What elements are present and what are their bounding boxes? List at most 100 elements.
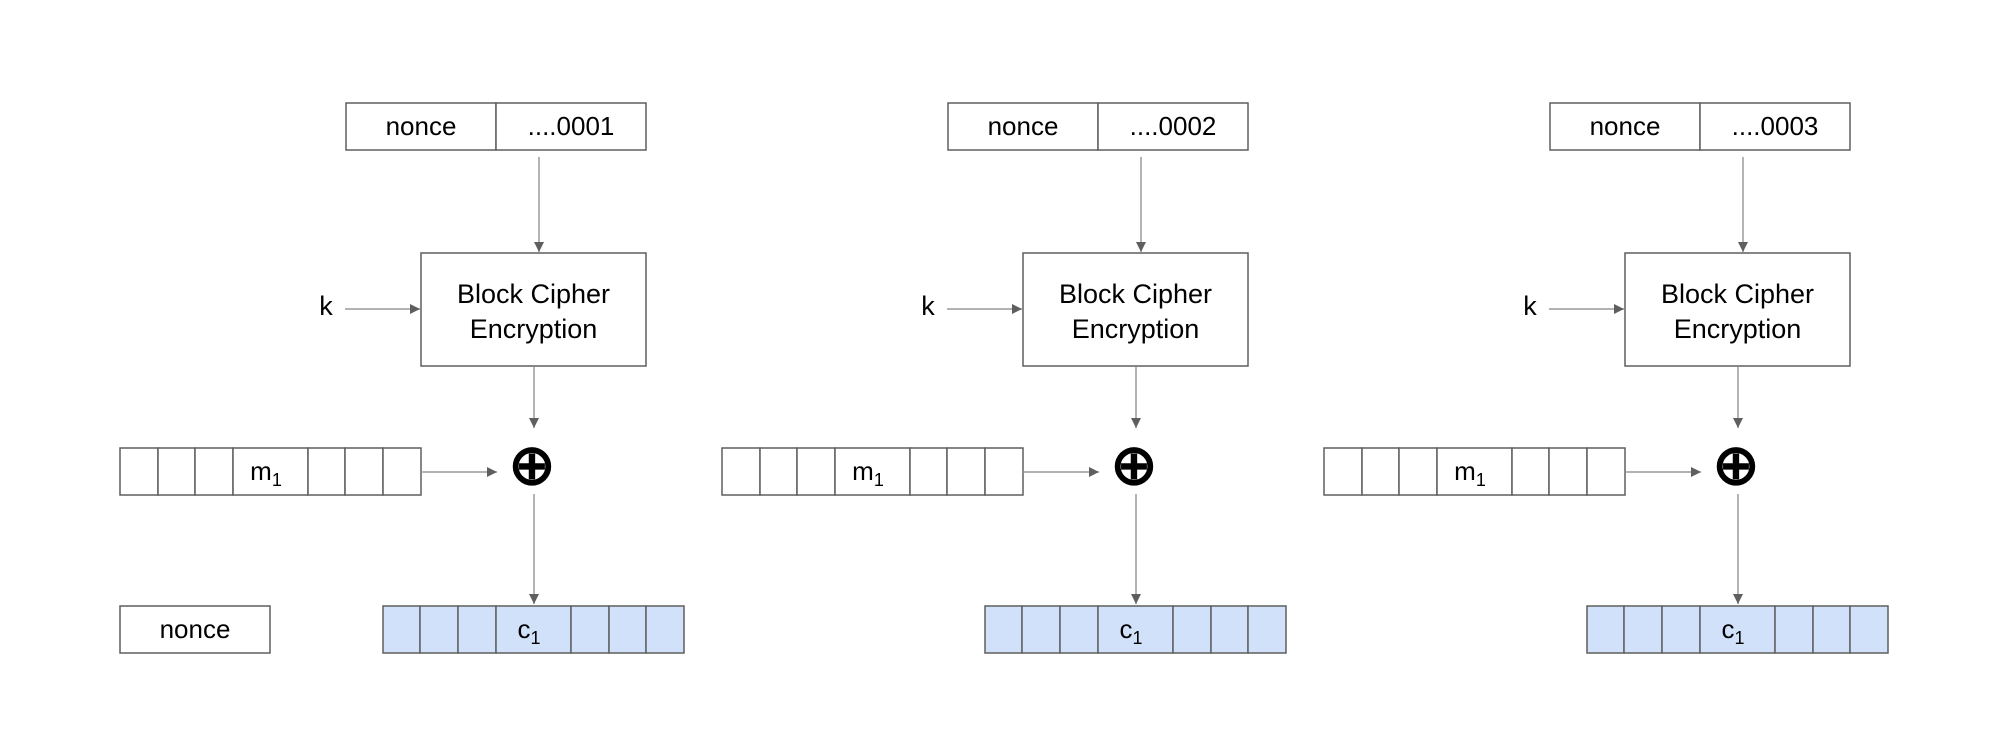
ciphertext-subscript: 1 [530,628,540,648]
ciphertext-subscript: 1 [1734,628,1744,648]
plaintext-cell [909,447,948,496]
plaintext-cell [1436,447,1513,496]
counter-block: nonce....0001 [345,102,647,151]
plaintext-cell [344,447,384,496]
ciphertext-label: c1 [1119,614,1142,648]
nonce-cell [1549,102,1701,151]
ciphertext-cell [1172,605,1212,654]
ciphertext-cell [1623,605,1663,654]
plaintext-cell [1398,447,1438,496]
plaintext-cell [119,447,159,496]
message-subscript: 1 [1476,470,1486,490]
output-nonce-label: nonce [160,614,231,644]
plaintext-cell [1586,447,1626,496]
ciphertext-label: c1 [1721,614,1744,648]
message-subscript: 1 [874,470,884,490]
plaintext-cell [307,447,346,496]
ciphertext-cell [1812,605,1851,654]
ciphertext-block: c1 [1586,605,1889,654]
ciphertext-base: c [1119,614,1132,644]
ciphertext-cell [1699,605,1776,654]
ciphertext-cell [382,605,421,654]
plaintext-cell [796,447,836,496]
xor-icon: ⊕ [1111,433,1158,496]
cipher-label-line1: Block Cipher [457,279,610,309]
ciphertext-block: c1 [984,605,1287,654]
plaintext-cell [721,447,761,496]
counter-block: nonce ....0002 [947,102,1249,151]
ciphertext-cell [570,605,610,654]
message-base: m [250,456,272,486]
ciphertext-cell [1774,605,1814,654]
message-subscript: 1 [272,470,282,490]
ciphertext-cell [495,605,572,654]
message-base: m [1454,456,1476,486]
ciphertext-cell [645,605,685,654]
counter-label: ....0002 [1130,111,1217,141]
plaintext-cell [946,447,986,496]
ciphertext-base: c [517,614,530,644]
ciphertext-subscript: 1 [1132,628,1142,648]
nonce-label: nonce [988,111,1059,141]
ciphertext-cell [1586,605,1625,654]
message-label: m1 [852,456,884,490]
counter-cell [1097,102,1249,151]
plaintext-block: m1 [119,447,422,496]
ciphertext-label: c1 [517,614,540,648]
counter-label: ....0001 [528,111,615,141]
plaintext-cell [1323,447,1363,496]
cipher-label-line1: Block Cipher [1661,279,1814,309]
ciphertext-cell [1661,605,1701,654]
counter-cell [1699,102,1851,151]
ciphertext-cell [984,605,1023,654]
cipher-label-line2: Encryption [1072,314,1200,344]
plaintext-block: m1 [721,447,1024,496]
counter-cell [495,102,647,151]
plaintext-cell [1548,447,1588,496]
ciphertext-cell [1210,605,1249,654]
counter-label: ....0003 [1732,111,1819,141]
plaintext-cell [157,447,196,496]
message-label: m1 [1454,456,1486,490]
ciphertext-block: c1 [382,605,685,654]
ciphertext-cell [457,605,497,654]
key-label: k [921,291,935,321]
ciphertext-cell [1021,605,1061,654]
plaintext-cell [382,447,422,496]
plaintext-cell [984,447,1024,496]
message-base: m [852,456,874,486]
message-label: m1 [250,456,282,490]
nonce-cell [947,102,1099,151]
xor-icon: ⊕ [1713,433,1760,496]
ciphertext-cell [1097,605,1174,654]
ciphertext-cell [419,605,459,654]
counter-block: nonce ....0003 [1549,102,1851,151]
key-label: k [1523,291,1537,321]
ciphertext-cell [1059,605,1099,654]
output-nonce-block: nonce [119,605,271,654]
cipher-label-line2: Encryption [470,314,598,344]
nonce-label: nonce [1590,111,1661,141]
cipher-label-line1: Block Cipher [1059,279,1212,309]
plaintext-cell [1361,447,1400,496]
plaintext-cell [232,447,309,496]
ciphertext-cell [1849,605,1889,654]
ciphertext-cell [1247,605,1287,654]
plaintext-cell [759,447,798,496]
ciphertext-cell [608,605,647,654]
plaintext-cell [1511,447,1550,496]
key-label: k [319,291,333,321]
ciphertext-base: c [1721,614,1734,644]
cipher-label-line2: Encryption [1674,314,1802,344]
plaintext-block: m1 [1323,447,1626,496]
xor-icon: ⊕ [509,433,556,496]
nonce-cell [345,102,497,151]
